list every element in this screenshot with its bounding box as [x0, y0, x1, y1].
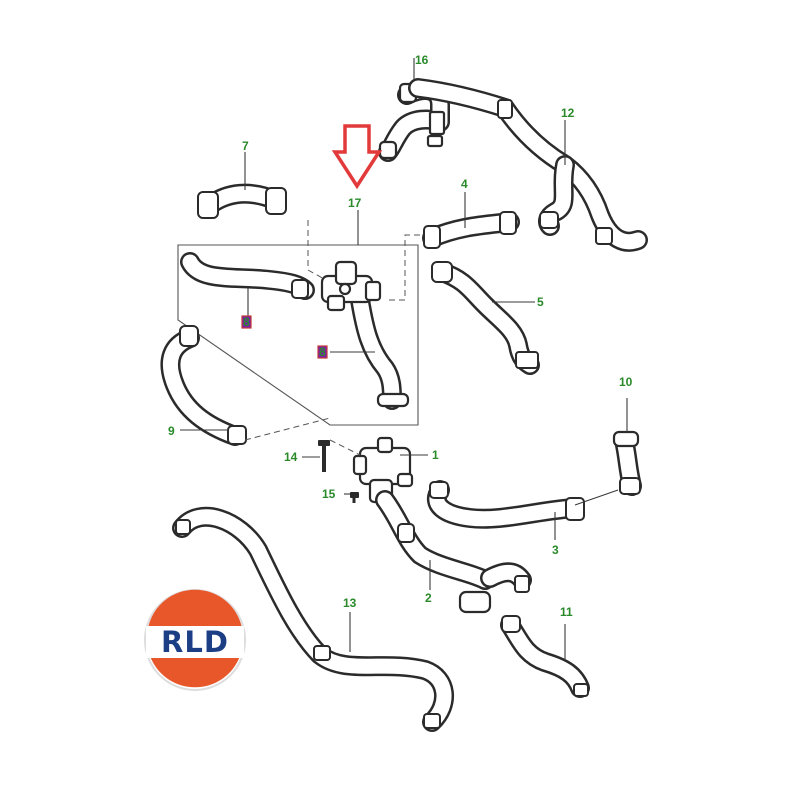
- callout-2: 2: [425, 591, 432, 605]
- part-1-coolant-housing[interactable]: [329, 436, 428, 504]
- part-4-short-hose[interactable]: [422, 192, 520, 249]
- callout-4: 4: [461, 177, 468, 191]
- part-10-elbow-connector[interactable]: [612, 398, 642, 496]
- callout-14: 14: [284, 450, 298, 464]
- callout-7: 7: [242, 139, 249, 153]
- callout-8-b: 8: [319, 345, 326, 359]
- part-16-outlet-pipe[interactable]: [378, 58, 450, 162]
- callout-1: 1: [432, 448, 439, 462]
- callout-3: 3: [552, 543, 559, 557]
- callout-5: 5: [537, 295, 544, 309]
- part-8-bypass-hose[interactable]: [180, 252, 315, 329]
- part-13-long-hose[interactable]: [172, 506, 454, 732]
- part-5-s-hose[interactable]: [431, 261, 540, 375]
- callout-16: 16: [415, 53, 429, 67]
- down-arrow-icon: [331, 124, 383, 190]
- callout-13: 13: [343, 596, 357, 610]
- rld-logo: RLD: [144, 589, 246, 691]
- part-15-screw[interactable]: [344, 492, 359, 503]
- part-2-lower-hose[interactable]: [375, 490, 532, 614]
- callout-10: 10: [619, 375, 633, 389]
- part-8-marker: [317, 345, 328, 359]
- callout-9: 9: [168, 424, 175, 438]
- part-8-outlet-hose[interactable]: [317, 290, 410, 410]
- part-11-small-hose[interactable]: [500, 615, 590, 698]
- part-14-bolt[interactable]: [302, 440, 330, 472]
- part-7-elbow-hose[interactable]: [197, 152, 287, 219]
- part-3-radiator-hose[interactable]: [426, 480, 619, 540]
- callout-15: 15: [322, 487, 336, 501]
- callout-17: 17: [348, 196, 362, 210]
- callout-11: 11: [560, 605, 573, 619]
- part-12-upper-hose[interactable]: [408, 78, 648, 252]
- part-9-left-hose[interactable]: [160, 325, 331, 446]
- thermostat-housing[interactable]: [320, 260, 382, 312]
- callout-8-a: 8: [243, 315, 250, 329]
- logo-text: RLD: [161, 625, 229, 659]
- callout-12: 12: [561, 106, 575, 120]
- part-8-marker: [241, 315, 252, 329]
